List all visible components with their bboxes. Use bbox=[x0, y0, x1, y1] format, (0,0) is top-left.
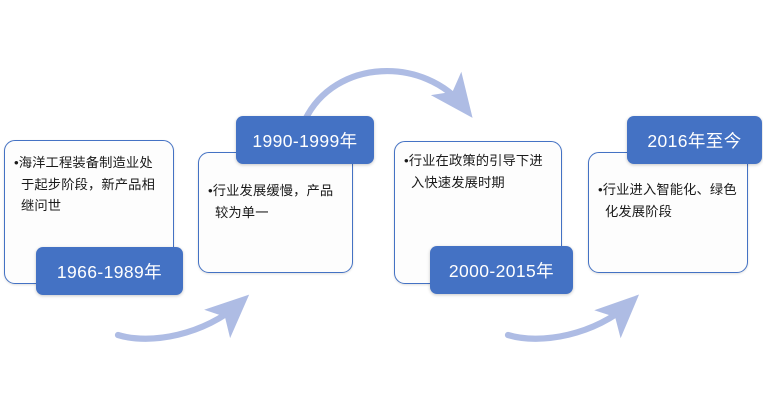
connector-2-path bbox=[301, 67, 473, 124]
stage-2-year-chip[interactable]: 1990-1999年 bbox=[236, 116, 374, 164]
connector-1-path bbox=[114, 294, 250, 342]
stage-card-4[interactable]: •行业进入智能化、绿色化发展阶段 bbox=[588, 152, 748, 273]
stage-3-body: •行业在政策的引导下进入快速发展时期 bbox=[404, 153, 543, 190]
connector-3-path bbox=[504, 294, 640, 342]
stage-1-body: •海洋工程装备制造业处于起步阶段，新产品相继问世 bbox=[14, 155, 155, 214]
stage-4-year-chip[interactable]: 2016年至今 bbox=[627, 116, 762, 164]
stage-card-2[interactable]: •行业发展缓慢，产品较为单一 bbox=[198, 152, 353, 273]
stage-1-year-label: 1966-1989年 bbox=[56, 261, 163, 282]
stage-3-year-label: 2000-2015年 bbox=[448, 260, 555, 281]
stage-2-body: •行业发展缓慢，产品较为单一 bbox=[208, 183, 334, 220]
stage-1-year-chip[interactable]: 1966-1989年 bbox=[36, 247, 183, 295]
stage-4-body: •行业进入智能化、绿色化发展阶段 bbox=[598, 182, 737, 219]
stage-3-year-chip[interactable]: 2000-2015年 bbox=[430, 246, 573, 294]
stage-card-3[interactable]: •行业在政策的引导下进入快速发展时期 bbox=[394, 141, 562, 284]
stage-4-year-label: 2016年至今 bbox=[647, 130, 742, 151]
stage-2-year-label: 1990-1999年 bbox=[252, 130, 358, 151]
